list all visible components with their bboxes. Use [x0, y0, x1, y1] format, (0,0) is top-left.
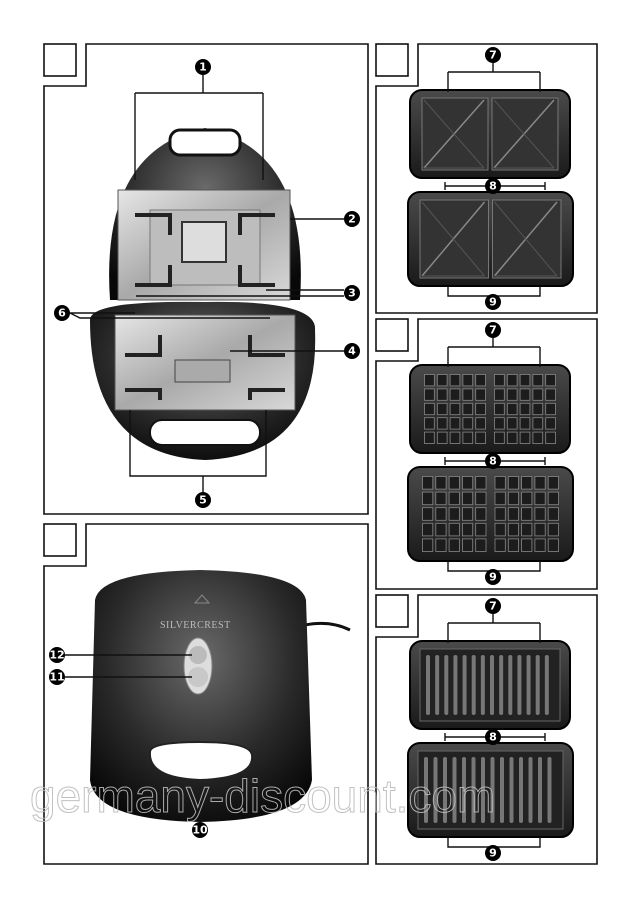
watermark: germany-discount.com: [30, 770, 495, 822]
callout-9: 9: [485, 569, 501, 585]
ready-indicator-light: [189, 646, 207, 664]
svg-text:8: 8: [489, 731, 497, 744]
svg-text:1: 1: [199, 61, 207, 74]
callout-4: 4: [344, 343, 360, 359]
figure-frame-b: [375, 43, 598, 314]
callout-7: 7: [485, 322, 501, 338]
callout-leaders-a: [69, 75, 344, 492]
svg-text:9: 9: [489, 296, 497, 309]
figure-label-box: [43, 523, 77, 557]
callout-5: 5: [195, 492, 211, 508]
figure-frame-c: [375, 318, 598, 590]
callout-8: 8: [485, 729, 501, 745]
figure-frame-d: [375, 594, 598, 865]
svg-text:10: 10: [192, 824, 208, 837]
figure-label-box: [43, 43, 77, 77]
callout-11: 11: [49, 669, 65, 685]
figure-label-box: [375, 43, 409, 77]
figure-label-box: [375, 594, 409, 628]
waffle-plates-figure: 7 8 9: [407, 322, 574, 585]
svg-text:2: 2: [348, 213, 356, 226]
svg-text:3: 3: [348, 287, 356, 300]
svg-text:6: 6: [58, 307, 66, 320]
callout-10: 10: [192, 822, 208, 838]
callout-9: 9: [485, 294, 501, 310]
callout-8: 8: [485, 453, 501, 469]
baking-plates-illustrations: 7 8 9 7 8 9 7 8 9: [407, 47, 574, 861]
svg-text:4: 4: [348, 345, 356, 358]
svg-text:11: 11: [49, 671, 64, 684]
grill-plate-upper: [409, 640, 571, 730]
callout-8: 8: [485, 178, 501, 194]
open-sandwich-maker-illustration: [90, 128, 316, 460]
power-cord: [304, 621, 351, 632]
svg-text:7: 7: [489, 49, 497, 62]
svg-text:9: 9: [489, 571, 497, 584]
svg-text:7: 7: [489, 324, 497, 337]
callout-7: 7: [485, 598, 501, 614]
svg-text:5: 5: [199, 494, 207, 507]
sandwich-plate-upper: [409, 89, 571, 179]
svg-text:9: 9: [489, 847, 497, 860]
callout-6: 6: [54, 305, 70, 321]
figure-frame-e: [43, 523, 369, 865]
svg-text:7: 7: [489, 600, 497, 613]
sandwich-plate-lower: [407, 191, 574, 287]
figure-label-box: [375, 318, 409, 352]
waffle-plate-upper: [409, 364, 571, 454]
callout-3: 3: [344, 285, 360, 301]
callout-9: 9: [485, 845, 501, 861]
svg-text:8: 8: [489, 180, 497, 193]
grill-plate-lower: [407, 742, 574, 838]
closed-appliance-illustration: SILVERCREST: [65, 570, 351, 822]
callout-7: 7: [485, 47, 501, 63]
silvercrest-logo: SILVERCREST: [160, 620, 231, 631]
power-indicator-light: [188, 667, 208, 687]
figure-frame-a: [43, 43, 369, 515]
svg-text:12: 12: [49, 649, 64, 662]
waffle-plate-lower: [407, 466, 574, 562]
sandwich-plates-figure: 7 8 9: [407, 47, 574, 310]
callout-12: 12: [49, 647, 65, 663]
svg-text:8: 8: [489, 455, 497, 468]
callout-2: 2: [344, 211, 360, 227]
callout-1: 1: [195, 59, 211, 75]
grill-plates-figure: 7 8 9: [407, 598, 574, 861]
